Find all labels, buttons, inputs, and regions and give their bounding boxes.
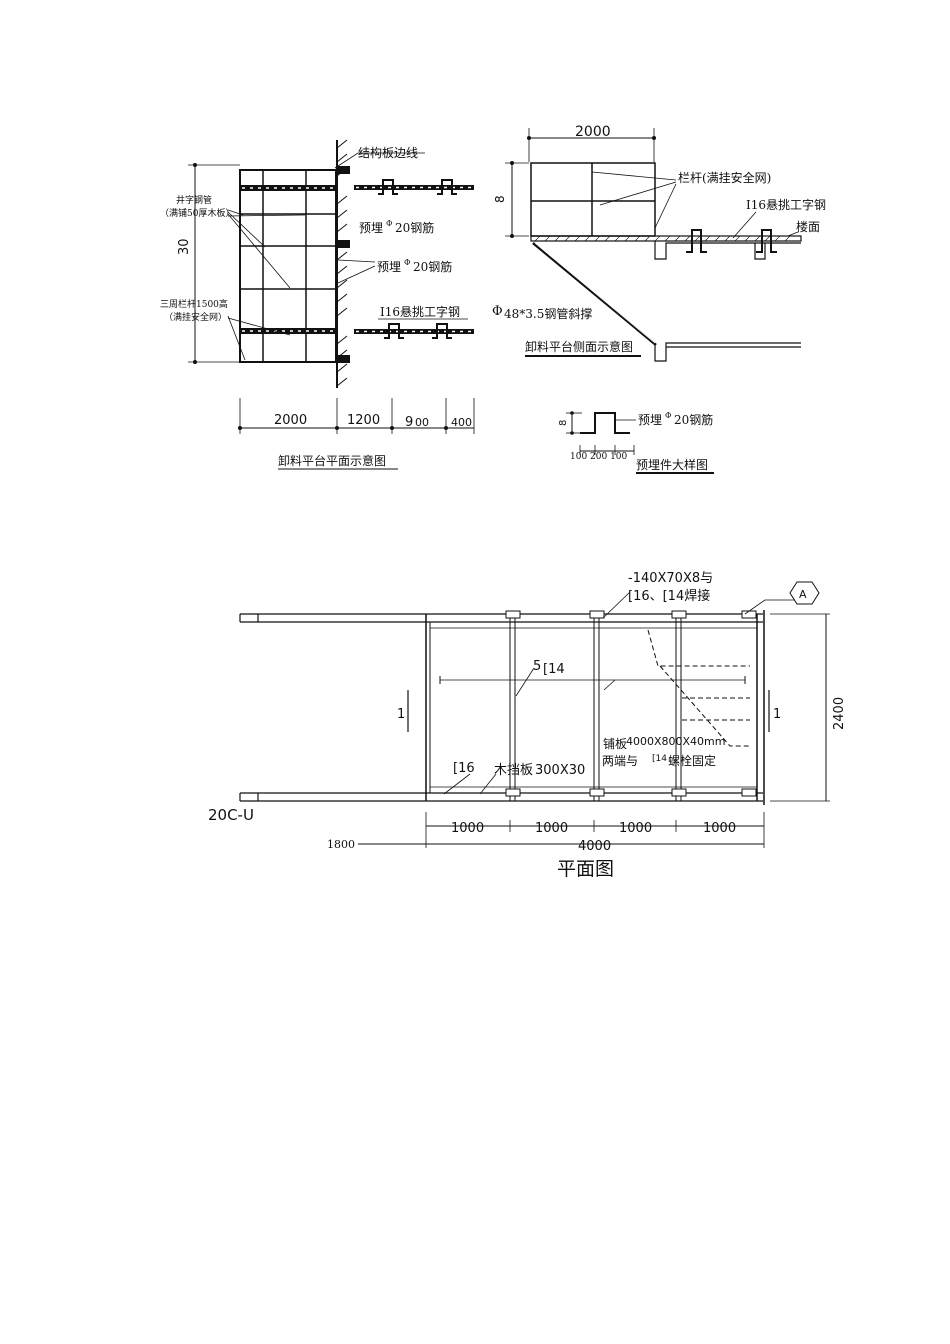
railing-label: 栏杆(满挂安全网)	[678, 170, 771, 185]
plate-ends-label: 两端与	[602, 754, 638, 768]
plate-label: 铺板	[603, 737, 627, 751]
plate-c14: [14	[652, 754, 667, 764]
dim-400: 400	[451, 416, 472, 429]
section-cut-left: 1	[397, 707, 405, 722]
platform-side-view: 2000 8 栏杆(满挂安全网) I16悬挑工字钢 楼面 Φ 48*3.5钢管斜…	[492, 124, 826, 362]
dim-900-a: 9	[405, 415, 413, 430]
floor-label: 楼面	[796, 219, 820, 234]
platform-plan-sketch: 结构板边线 井字钢管 （满铺50厚木板） 预埋 Φ 20钢筋 预埋 Φ 20钢筋…	[160, 139, 475, 470]
i16-beam-label: I16悬挑工字钢	[380, 304, 460, 319]
section-a-mark: A	[799, 588, 807, 601]
dim-900-b: 00	[415, 416, 429, 429]
dim-4000: 4000	[578, 839, 611, 854]
detail-caption: 预埋件大样图	[636, 457, 708, 472]
rebar-label-1: 20钢筋	[395, 220, 434, 235]
brace-label: 48*3.5钢管斜撑	[504, 306, 592, 321]
plan-caption: 平面图	[557, 858, 614, 880]
rail-label-line1: 三周栏杆1500高	[160, 298, 228, 310]
channel-20c-label: 20C-U	[208, 806, 254, 824]
side-height-dim: 8	[493, 195, 507, 203]
phi-symbol-2: Φ	[404, 258, 411, 267]
plate-weld-note-2: [16、[14焊接	[628, 588, 710, 604]
plan-sketch-caption: 卸料平台平面示意图	[278, 453, 386, 468]
section-a-hexagon	[789, 581, 820, 605]
channel-count-5: 5	[533, 659, 541, 674]
dim-2000: 2000	[274, 413, 307, 428]
side-dim-2000: 2000	[575, 124, 611, 140]
detail-dims: 100 200 100	[570, 452, 628, 462]
embed-label-2: 预埋	[377, 260, 401, 274]
board-label: 木挡板	[494, 763, 533, 778]
channel-16-label: [16	[453, 761, 475, 776]
dim-1000-3: 1000	[619, 821, 652, 836]
plate-weld-note-1: -140X70X8与	[628, 571, 713, 586]
dim-2400: 2400	[832, 697, 847, 730]
dim-1800: 1800	[327, 838, 355, 851]
rebar-label-2: 20钢筋	[413, 259, 452, 274]
dim-1000-2: 1000	[535, 821, 568, 836]
board-size: 300X30	[535, 763, 585, 778]
brace-phi: Φ	[492, 304, 503, 319]
embed-detail: 8 预埋 Φ 20钢筋 100 200 100 预埋件大样图	[558, 411, 714, 474]
rail-label-line2: （满挂安全网）	[164, 311, 227, 323]
phi-symbol-1: Φ	[386, 219, 393, 228]
dim-1000-4: 1000	[703, 821, 736, 836]
tube-label-line2: （满铺50厚木板）	[160, 207, 234, 219]
steel-platform-plan: 1 1 A 2400 1000 1000 1000 1000 4000 1800…	[208, 571, 847, 880]
dim-1200: 1200	[347, 413, 380, 428]
tube-label-line1: 井字钢管	[176, 194, 212, 206]
side-view-caption: 卸料平台侧面示意图	[525, 339, 633, 354]
detail-height-dim: 8	[558, 420, 569, 426]
vertical-dimension: 30	[177, 238, 192, 255]
plate-bolt-label: 螺栓固定	[668, 753, 716, 768]
side-i16-label: I16悬挑工字钢	[746, 197, 826, 212]
channel-14-label: [14	[543, 662, 565, 677]
plate-size: 4000X800X40mm	[626, 735, 726, 748]
dim-1000-1: 1000	[451, 821, 484, 836]
embed-label-1: 预埋	[359, 221, 383, 235]
detail-embed-label: 预埋	[638, 413, 662, 427]
detail-phi: Φ	[665, 411, 672, 420]
section-cut-right: 1	[773, 707, 781, 722]
structure-edge-label: 结构板边线	[358, 145, 418, 160]
detail-rebar-label: 20钢筋	[674, 412, 713, 427]
